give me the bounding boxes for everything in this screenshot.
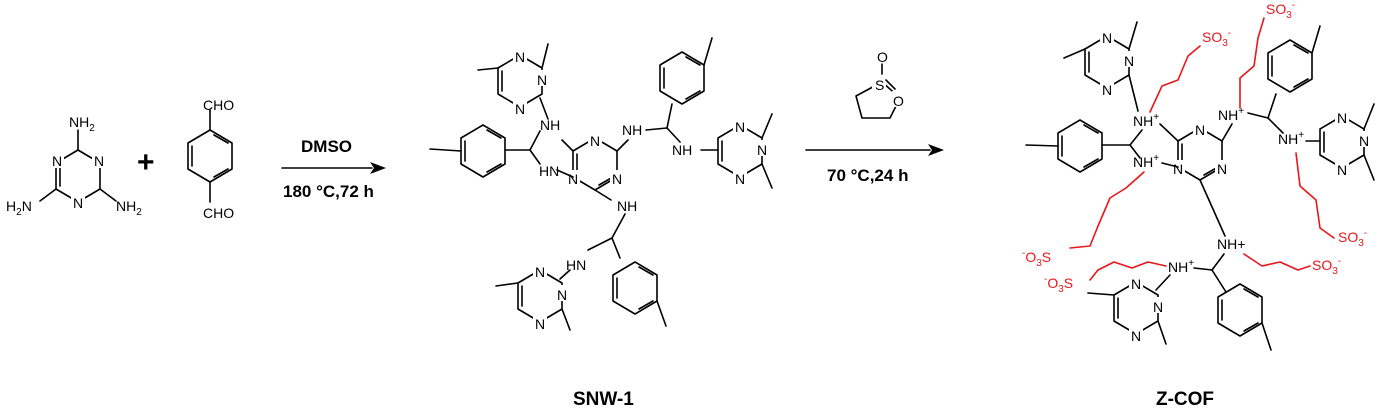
melamine-ring-n: N	[73, 195, 83, 211]
ring-n: N	[1337, 110, 1347, 126]
ring-n: N	[1217, 161, 1227, 177]
ring-n: N	[735, 119, 745, 135]
snw1-hn: HN	[566, 257, 586, 273]
sulfonate-group: SO3-	[1202, 28, 1231, 49]
zcof-nh-plus: NH+	[1278, 130, 1304, 147]
sulfonate-group: SO3-	[1312, 256, 1341, 277]
zcof-nh-plus: NH+	[1133, 112, 1159, 129]
melamine-ring-n: N	[94, 153, 104, 169]
melamine-top-nh2: NH2	[69, 114, 95, 134]
ring-n: N	[557, 287, 567, 303]
ring-n: N	[1131, 328, 1141, 344]
ring-n: N	[1102, 82, 1112, 98]
sulfonate-group: SO3-	[1338, 228, 1367, 249]
plus-sign: +	[137, 146, 155, 179]
snw1-structure: NH N N N NH NH NH HN NH N N N	[429, 37, 773, 332]
snw1-nh: NH	[617, 198, 637, 214]
ring-n: N	[590, 133, 600, 149]
ring-n: N	[1337, 162, 1347, 178]
zcof-nh-plus: NH+	[1218, 106, 1244, 123]
ring-n: N	[1102, 30, 1112, 46]
sulfonate-group: SO3-	[1266, 0, 1295, 21]
melamine-ring-n: N	[52, 153, 62, 169]
ring-n: N	[535, 264, 545, 280]
step1-arrow	[281, 162, 386, 174]
aldehyde-bottom: CHO	[203, 205, 234, 221]
snw1-hn: HN	[539, 163, 559, 179]
zcof-structure: N N N NH+ NH+ NH+ NH+ NH+ NH+ N N N	[1025, 21, 1375, 351]
sultone-o-top: O	[877, 49, 888, 65]
melamine-structure: N N N NH2 H2N NH2	[6, 114, 142, 218]
zcof-nh-plus: NH+	[1168, 258, 1194, 275]
step1-reagent: DMSO	[301, 137, 352, 156]
sulfonate-group-left: -O3S	[1044, 274, 1073, 295]
ring-n: N	[1173, 161, 1183, 177]
snw1-nh: NH	[672, 142, 692, 158]
ring-n: N	[1359, 133, 1369, 149]
ring-n: N	[1153, 299, 1163, 315]
zcof-nh-plus: NH+	[1133, 153, 1159, 170]
ring-n: N	[568, 171, 578, 187]
ring-n: N	[515, 49, 525, 65]
terephthalaldehyde-structure: CHO CHO	[187, 97, 234, 221]
melamine-right-nh2: NH2	[116, 198, 142, 218]
ring-n: N	[757, 142, 767, 158]
ring-n: N	[612, 171, 622, 187]
melamine-left-h2n: H2N	[6, 198, 32, 218]
ring-n: N	[1195, 122, 1205, 138]
ring-n: N	[535, 316, 545, 332]
ring-n: N	[735, 171, 745, 187]
propane-sultone-structure: S O O O	[855, 49, 906, 119]
ring-n: N	[515, 101, 525, 117]
ring-n: N	[1131, 276, 1141, 292]
step1-conditions: 180 °C,72 h	[283, 182, 374, 201]
sultone-ring-o: O	[893, 93, 904, 109]
ring-n: N	[537, 72, 547, 88]
sulfonate-chains: SO3- SO3- SO3- SO3- -O3S -O3S	[1022, 0, 1367, 295]
step2-arrow	[805, 144, 944, 156]
zcof-nh-plus-big: NH+	[1217, 236, 1245, 252]
snw1-label: SNW-1	[573, 389, 634, 410]
sulfonate-group-left: -O3S	[1022, 248, 1051, 269]
sultone-s: S	[875, 77, 884, 93]
aldehyde-top: CHO	[203, 97, 234, 113]
snw1-nh: NH	[540, 117, 560, 133]
zcof-label: Z-COF	[1156, 389, 1214, 410]
ring-n: N	[1124, 53, 1134, 69]
snw1-nh: NH	[622, 122, 642, 138]
step2-conditions: 70 °C,24 h	[827, 166, 908, 185]
